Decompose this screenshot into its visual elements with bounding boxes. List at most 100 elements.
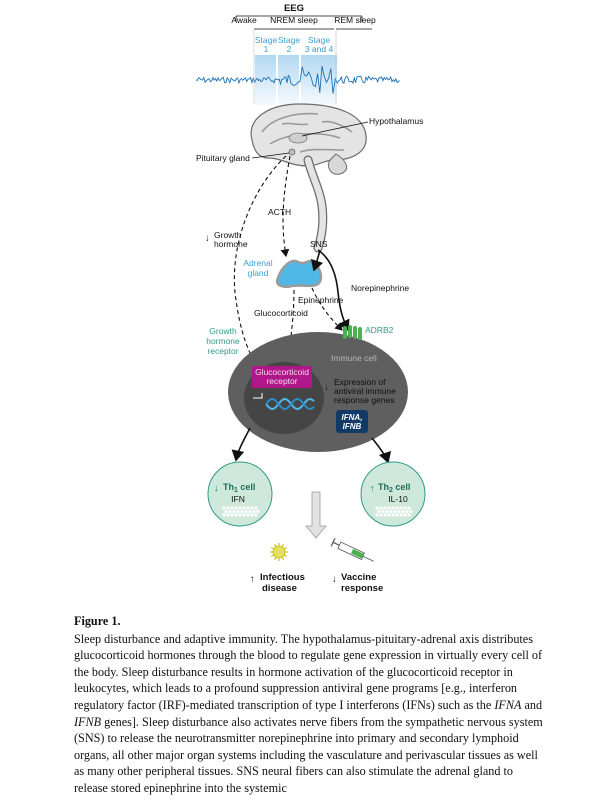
caption-ifna: IFNA <box>494 697 522 712</box>
cytokine-dot <box>230 513 234 517</box>
caption-and: and <box>521 697 543 712</box>
epinephrine-label: Epinephrine <box>298 295 344 305</box>
cytokine-dot <box>234 506 238 510</box>
outcome-arrow <box>305 491 327 539</box>
cytokine-dot <box>375 513 379 517</box>
cytokine-dot <box>248 509 252 514</box>
cytokine-dot <box>407 513 411 517</box>
cytokine-dot <box>395 506 399 510</box>
infectious-label-a: Infectious <box>260 572 305 583</box>
cytokine-dot <box>236 509 240 514</box>
ghr-label-c: receptor <box>207 346 238 356</box>
th1-label: Th1 cell <box>223 482 255 494</box>
stage2-label-b: 2 <box>287 44 292 54</box>
cytokine-dot <box>387 513 391 517</box>
cytokine-dot <box>407 506 411 510</box>
growth-hormone-arrow <box>233 155 287 365</box>
infectious-up-arrow: ↑ <box>250 574 255 585</box>
sns-label: SNS <box>310 239 328 249</box>
adrenal-label-a: Adrenal <box>243 258 272 268</box>
acth-label: ACTH <box>268 207 291 217</box>
virus-spike <box>283 554 288 557</box>
caption-text-1: Sleep disturbance and adaptive immunity.… <box>74 631 543 712</box>
virus-icon <box>270 543 288 561</box>
stage1-band <box>255 55 276 105</box>
eeg-nrem-label: NREM sleep <box>270 15 318 25</box>
cytokine-dot <box>246 513 250 517</box>
il10-label: IL-10 <box>388 494 408 504</box>
eeg-awake-label: Awake <box>231 15 257 25</box>
th2-cytokine-dots <box>375 506 413 517</box>
ifn-genes-box <box>336 410 368 433</box>
cytokine-dot <box>387 506 391 510</box>
hypothalamus-label: Hypothalamus <box>369 116 423 126</box>
virus-spike <box>283 547 288 550</box>
cytokine-dot <box>399 513 403 517</box>
cytokine-dot <box>389 509 393 514</box>
growth-hormone-label-b: hormone <box>214 239 248 249</box>
cytokine-dot <box>224 509 228 514</box>
eeg-trace <box>195 66 400 94</box>
adrb2-label: ADRB2 <box>365 325 394 335</box>
norepinephrine-arrow <box>317 249 350 332</box>
ifna-label: IFNA, <box>342 413 363 422</box>
cytokine-dot <box>230 506 234 510</box>
figure-caption: Figure 1. Sleep disturbance and adaptive… <box>74 613 544 797</box>
ghr-label-a: Growth <box>209 326 237 336</box>
virus-spike <box>270 554 275 557</box>
cytokine-dot <box>377 509 381 514</box>
cytokine-dot <box>222 506 226 510</box>
cytokine-dot <box>399 506 403 510</box>
cytokine-dot <box>240 509 244 514</box>
adrb2-receptor-icon <box>343 325 362 340</box>
expression-label-b: antiviral immune <box>334 386 396 396</box>
cytokine-dot <box>409 509 413 514</box>
cytokine-dot <box>232 509 236 514</box>
adrenal-gland-icon <box>275 259 323 288</box>
cytokine-dot <box>246 506 250 510</box>
cytokine-dot <box>234 513 238 517</box>
infectious-label-b: disease <box>262 583 297 594</box>
stage1-label-a: Stage <box>255 35 277 45</box>
th1-cell <box>207 461 273 527</box>
arrow-to-th2 <box>371 437 392 464</box>
brain-icon <box>250 103 367 253</box>
stage1-label-b: 1 <box>264 44 269 54</box>
cytokine-dot <box>252 509 256 514</box>
cytokine-dot <box>379 513 383 517</box>
vaccine-label-b: response <box>341 583 383 594</box>
dna-icon <box>253 393 315 411</box>
virus-spike <box>270 547 275 550</box>
hypothalamus-leader <box>301 121 369 137</box>
cytokine-dot <box>391 506 395 510</box>
cytokine-dot <box>379 506 383 510</box>
th1-cytokine-dots <box>222 506 260 517</box>
cytokine-dot <box>395 513 399 517</box>
cytokine-dot <box>391 513 395 517</box>
cytokine-dot <box>226 513 230 517</box>
immune-cell-label: Immune cell <box>331 353 377 363</box>
glucocorticoid-label: Glucocorticoid <box>254 308 308 318</box>
gr-label-b: receptor <box>266 376 297 386</box>
cytokine-dot <box>254 506 258 510</box>
acth-arrow <box>280 155 291 258</box>
vaccine-label-a: Vaccine <box>341 572 376 583</box>
cytokine-dot <box>222 513 226 517</box>
cytokine-dot <box>250 506 254 510</box>
th2-label: Th2 cell <box>378 482 410 494</box>
cytokine-dot <box>403 506 407 510</box>
cytokine-dot <box>254 513 258 517</box>
cytokine-dot <box>383 513 387 517</box>
caption-body: Sleep disturbance and adaptive immunity.… <box>74 631 544 797</box>
pituitary-leader <box>251 152 290 159</box>
ifnb-label: IFNB <box>343 422 362 431</box>
cytokine-dot <box>385 509 389 514</box>
cytokine-dot <box>403 513 407 517</box>
vaccine-down-arrow: ↓ <box>332 574 337 585</box>
eeg-rem-label: REM sleep <box>334 15 376 25</box>
stage34-label-a: Stage <box>308 35 330 45</box>
cytokine-dot <box>256 509 260 514</box>
cytokine-dot <box>244 509 248 514</box>
syringe-icon <box>330 537 374 562</box>
virus-spike <box>274 543 277 548</box>
